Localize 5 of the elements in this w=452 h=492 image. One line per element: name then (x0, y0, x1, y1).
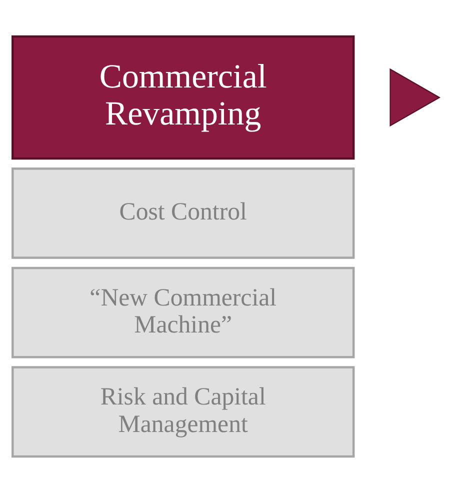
node-box: Commercial Revamping (12, 34, 355, 160)
node-box: Risk and Capital Management (12, 366, 355, 458)
node-box: “New Commercial Machine” (12, 266, 355, 358)
node-triangle (390, 68, 440, 126)
node-box: Cost Control (12, 166, 355, 258)
